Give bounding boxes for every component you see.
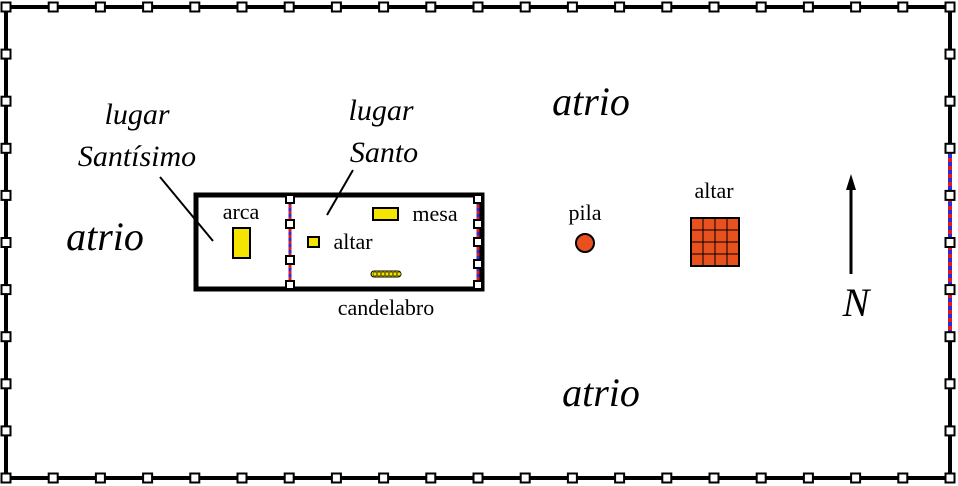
courtyard-post <box>0 95 12 107</box>
courtyard-post <box>0 472 12 484</box>
santisimo-leader-line <box>159 176 214 242</box>
label-candelabro: candelabro <box>338 295 435 320</box>
courtyard-post <box>566 1 578 13</box>
courtyard-post <box>708 472 720 484</box>
courtyard-post <box>330 472 342 484</box>
courtyard-post <box>614 1 626 13</box>
bronze-altar-icon <box>690 217 740 267</box>
courtyard-post <box>94 1 106 13</box>
courtyard-post <box>378 472 390 484</box>
label-atrio-north: atrio <box>552 79 630 124</box>
courtyard-post <box>944 331 956 343</box>
courtyard-post <box>661 1 673 13</box>
courtyard-post <box>283 472 295 484</box>
laver-icon <box>575 233 595 253</box>
label-atrio-south: atrio <box>562 370 640 415</box>
courtyard-post <box>0 1 12 13</box>
courtyard-post <box>661 472 673 484</box>
courtyard-post <box>0 284 12 296</box>
courtyard-post <box>802 472 814 484</box>
courtyard-post <box>472 1 484 13</box>
courtyard-post <box>0 425 12 437</box>
ark-icon <box>232 227 251 259</box>
label-north: N <box>842 280 872 325</box>
courtyard-post <box>944 425 956 437</box>
label-atrio-west: atrio <box>66 214 144 259</box>
courtyard-post <box>802 1 814 13</box>
courtyard-post <box>944 142 956 154</box>
courtyard-post <box>472 472 484 484</box>
courtyard-post <box>755 472 767 484</box>
courtyard-post <box>236 1 248 13</box>
courtyard-post <box>189 472 201 484</box>
courtyard-post <box>755 1 767 13</box>
label-pila: pila <box>569 200 602 225</box>
courtyard-post <box>944 1 956 13</box>
table-icon <box>372 207 399 221</box>
courtyard-post <box>0 189 12 201</box>
label-altar-bronce: altar <box>694 178 734 203</box>
courtyard-post <box>189 1 201 13</box>
courtyard-post <box>897 1 909 13</box>
courtyard-post <box>0 331 12 343</box>
courtyard-post <box>944 237 956 248</box>
courtyard-post <box>850 1 862 13</box>
courtyard-post <box>519 1 531 13</box>
courtyard-post <box>94 472 106 484</box>
courtyard-post <box>708 1 720 13</box>
label-lugar-santisimo-1: lugar <box>104 98 169 131</box>
inner-veil-posts <box>285 194 295 290</box>
courtyard-post <box>0 48 12 60</box>
courtyard-post <box>944 189 956 201</box>
courtyard-post <box>0 237 12 248</box>
courtyard-post <box>850 472 862 484</box>
courtyard-post <box>425 1 437 13</box>
lampstand-icon <box>370 270 402 278</box>
courtyard-post <box>0 378 12 390</box>
courtyard-post <box>142 472 154 484</box>
incense-altar-icon <box>307 236 320 248</box>
courtyard-post <box>944 48 956 60</box>
santo-leader-line <box>326 169 354 216</box>
courtyard-post <box>47 472 59 484</box>
tent-door-posts <box>473 194 483 290</box>
courtyard-post <box>519 472 531 484</box>
label-arca: arca <box>223 199 260 224</box>
courtyard-post <box>142 1 154 13</box>
courtyard-post <box>944 472 956 484</box>
label-lugar-santisimo-2: Santísimo <box>78 140 196 173</box>
label-lugar-santo-1: lugar <box>348 94 413 127</box>
courtyard-post <box>283 1 295 13</box>
label-lugar-santo-2: Santo <box>350 136 418 169</box>
courtyard-post <box>330 1 342 13</box>
north-arrow-icon <box>846 174 856 274</box>
courtyard-post <box>566 472 578 484</box>
courtyard-post <box>236 472 248 484</box>
courtyard-post <box>47 1 59 13</box>
courtyard-post <box>944 284 956 296</box>
courtyard-post <box>897 472 909 484</box>
courtyard-post <box>944 378 956 390</box>
courtyard-post <box>614 472 626 484</box>
courtyard-post <box>0 142 12 154</box>
courtyard-post <box>378 1 390 13</box>
courtyard-post <box>944 95 956 107</box>
courtyard-post <box>425 472 437 484</box>
label-mesa: mesa <box>412 201 457 226</box>
label-altar-incienso: altar <box>333 229 373 254</box>
